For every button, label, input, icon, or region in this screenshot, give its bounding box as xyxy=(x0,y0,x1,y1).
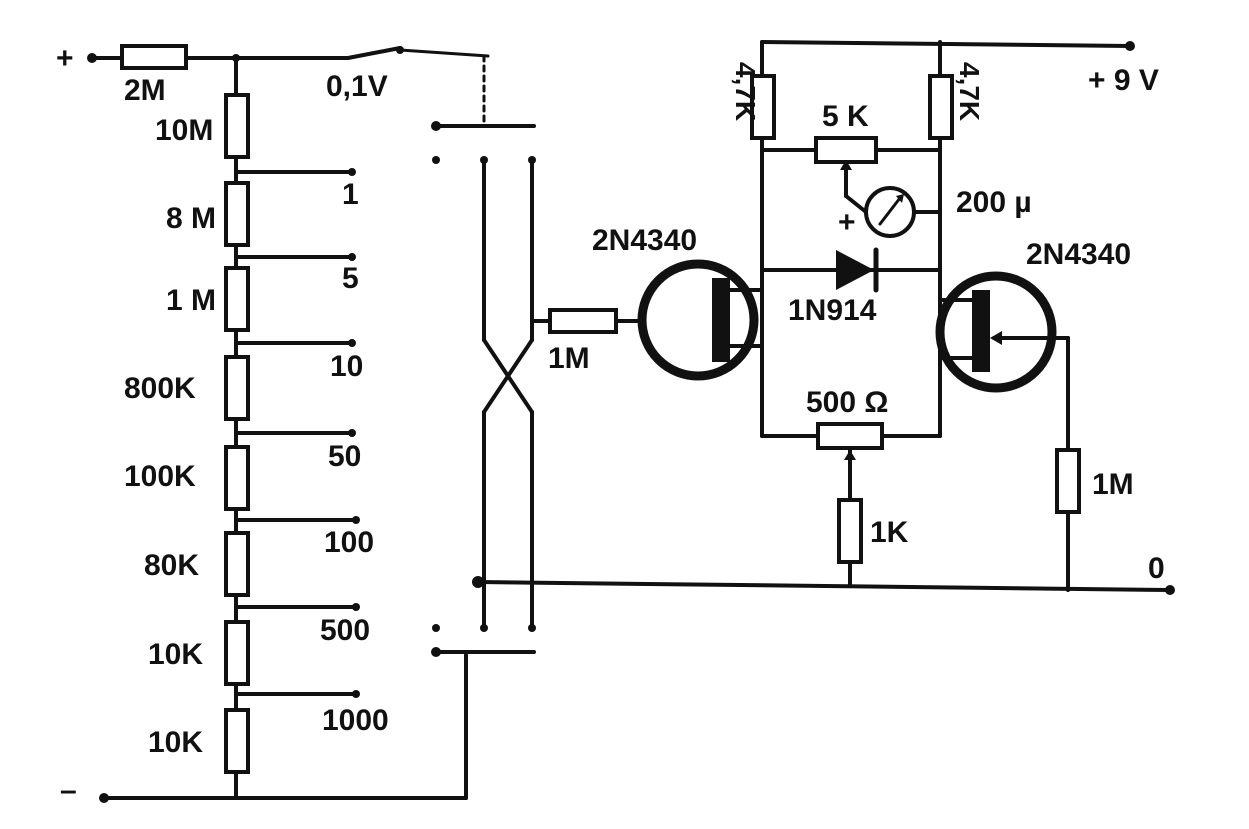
balance-pot-label: 5 K xyxy=(822,100,869,133)
label-100k: 100K xyxy=(124,460,196,493)
input-resistor-label: 1M xyxy=(548,342,590,375)
range-label-50: 50 xyxy=(328,440,361,473)
resistor-8m xyxy=(224,181,250,247)
range-label-10: 10 xyxy=(330,350,363,383)
ground-label: 0 xyxy=(1148,552,1165,585)
drain-resistor-right-label: 4,7K xyxy=(954,62,985,121)
resistor-2m xyxy=(120,44,188,70)
input-resistor xyxy=(548,308,618,334)
range-label-1: 1 xyxy=(342,178,359,211)
differential-amplifier: 1M 2N4340 4,7K 4,7K 5 K + 200 µ 1N91 xyxy=(548,40,1134,592)
label-2m: 2M xyxy=(124,74,166,107)
source-resistor xyxy=(837,498,863,564)
fet-left-label: 2N4340 xyxy=(592,224,697,257)
diode-label: 1N914 xyxy=(788,294,877,327)
polarity-switch xyxy=(431,121,552,657)
resistor-10k-b xyxy=(224,708,250,774)
resistor-80k xyxy=(224,531,250,597)
fet-right-label: 2N4340 xyxy=(1026,238,1131,271)
range-label-500: 500 xyxy=(320,614,370,647)
label-800k: 800K xyxy=(124,372,196,405)
supply-label: + 9 V xyxy=(1088,64,1159,97)
label-10k-b: 10K xyxy=(148,726,203,759)
input-divider-ladder: + – 2M 10M 8 M 1 M 800K 100K 80K 10K 10K… xyxy=(56,42,490,807)
source-resistor-label: 1K xyxy=(870,516,909,549)
range-label-1000: 1000 xyxy=(322,704,389,737)
meter-polarity-label: + xyxy=(838,206,856,239)
gate-resistor-right-label: 1M xyxy=(1092,468,1134,501)
label-1m-ladder: 1 M xyxy=(166,284,216,317)
meter-label: 200 µ xyxy=(956,186,1032,219)
negative-terminal-label: – xyxy=(60,774,77,807)
diode xyxy=(836,250,874,290)
drain-resistor-left xyxy=(750,74,776,140)
fet-right xyxy=(935,271,1057,393)
ground-rail xyxy=(476,580,1172,592)
resistor-100k xyxy=(224,445,250,511)
label-8m: 8 M xyxy=(166,202,216,235)
supply-rail xyxy=(760,40,1132,48)
resistor-800k xyxy=(224,355,250,421)
source-pot xyxy=(816,422,884,450)
range-label-5: 5 xyxy=(342,262,359,295)
resistor-10m xyxy=(224,93,250,159)
positive-terminal-label: + xyxy=(56,42,74,75)
label-10m: 10M xyxy=(155,114,213,147)
range-label-0-1v: 0,1V xyxy=(326,70,388,103)
resistor-1m-ladder xyxy=(224,266,250,332)
source-pot-label: 500 Ω xyxy=(806,386,888,419)
resistor-10k-a xyxy=(224,620,250,686)
gate-resistor-right xyxy=(1055,448,1081,514)
balance-pot xyxy=(814,136,878,164)
label-80k: 80K xyxy=(144,549,199,582)
range-label-100: 100 xyxy=(324,526,374,559)
drain-resistor-left-label: 4,7K xyxy=(730,62,761,121)
fet-left xyxy=(637,259,759,381)
drain-resistor-right xyxy=(928,74,954,140)
label-10k-a: 10K xyxy=(148,638,203,671)
